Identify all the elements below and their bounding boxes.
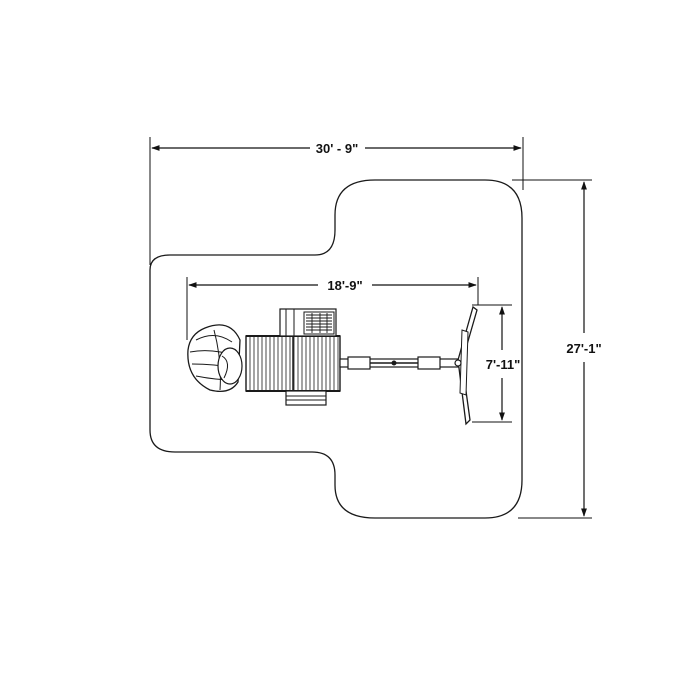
overall-width-dimension: 30' - 9"	[149, 137, 524, 265]
set-length-label: 18'-9"	[327, 278, 362, 293]
overall-width-label: 30' - 9"	[316, 141, 359, 156]
swing-width-dimension: 7'-11"	[472, 304, 521, 423]
overall-depth-label: 27'-1"	[566, 341, 601, 356]
entry-steps	[285, 390, 327, 406]
playset-structure	[187, 305, 478, 426]
set-length-dimension: 18'-9"	[186, 277, 479, 340]
spiral-slide	[187, 324, 243, 393]
swing-width-label: 7'-11"	[486, 357, 521, 372]
climbing-wall	[279, 308, 337, 337]
a-frame-end	[454, 305, 478, 426]
safety-zone-outline	[149, 179, 523, 519]
deck-platform	[245, 335, 341, 392]
overall-depth-dimension: 27'-1"	[512, 179, 602, 519]
swing-beam	[339, 356, 461, 370]
